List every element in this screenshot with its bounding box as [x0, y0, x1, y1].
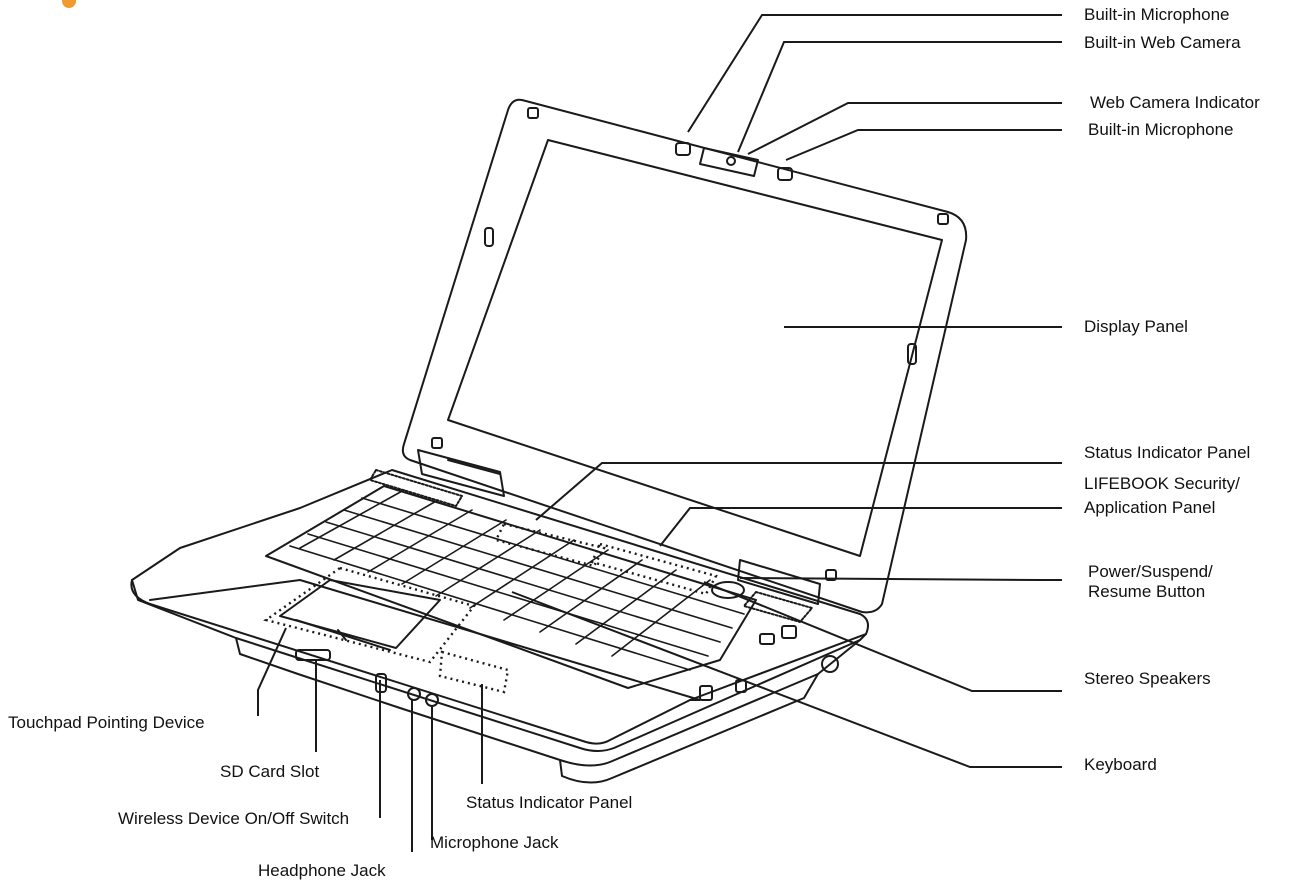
label-power-button-line2: Resume Button [1088, 582, 1206, 601]
speaker-left [369, 469, 463, 507]
label-lifebook-security-line2: Application Panel [1084, 498, 1216, 517]
power-button-icon [711, 581, 745, 599]
status-indicator-front-region [438, 650, 510, 694]
lid-outer [401, 98, 968, 614]
base-front [131, 579, 867, 752]
label-built-in-web-camera: Built-in Web Camera [1084, 33, 1241, 52]
label-sd-card-slot: SD Card Slot [220, 762, 320, 781]
label-microphone-jack: Microphone Jack [430, 833, 559, 852]
headphone-port-icon [407, 687, 421, 701]
leader-camera-indicator [747, 102, 1062, 155]
touchpad-region [263, 566, 477, 664]
label-headphone-jack: Headphone Jack [258, 861, 386, 880]
keyboard-outline [265, 485, 757, 689]
leader-keyboard [511, 591, 1062, 768]
label-stereo-speakers: Stereo Speakers [1084, 669, 1211, 688]
label-touchpad: Touchpad Pointing Device [8, 713, 205, 732]
leader-speakers [703, 581, 1062, 692]
base-deck [130, 469, 869, 745]
leader-touchpad [257, 627, 287, 716]
label-keyboard: Keyboard [1084, 755, 1157, 774]
label-built-in-microphone-top: Built-in Microphone [1084, 5, 1230, 24]
leader-web-camera [737, 41, 1062, 153]
leader-status-top [535, 462, 1062, 521]
label-display-panel: Display Panel [1084, 317, 1188, 336]
security-panel-region [590, 542, 718, 596]
label-wireless-switch: Wireless Device On/Off Switch [118, 809, 350, 828]
leader-mic-top [687, 14, 1062, 133]
leader-power [739, 577, 1062, 581]
label-status-indicator-panel-top: Status Indicator Panel [1084, 443, 1251, 462]
mic-right-icon [777, 167, 793, 181]
mic-left-icon [675, 142, 691, 156]
leader-security [659, 507, 1062, 547]
label-power-button-line1: Power/Suspend/ [1088, 562, 1213, 581]
brand-mark-icon [62, 0, 76, 8]
camera-module [699, 147, 759, 177]
hinge-left [417, 449, 505, 497]
sd-slot-icon [295, 649, 331, 661]
label-built-in-microphone-right: Built-in Microphone [1088, 120, 1234, 139]
touchpad [279, 579, 441, 649]
label-web-camera-indicator: Web Camera Indicator [1090, 93, 1260, 112]
leader-mic-right [785, 129, 1062, 161]
hinge-right [737, 559, 821, 605]
label-status-indicator-panel-bottom: Status Indicator Panel [466, 793, 633, 812]
label-lifebook-security-line1: LIFEBOOK Security/ [1084, 474, 1240, 493]
display-screen [447, 139, 943, 557]
